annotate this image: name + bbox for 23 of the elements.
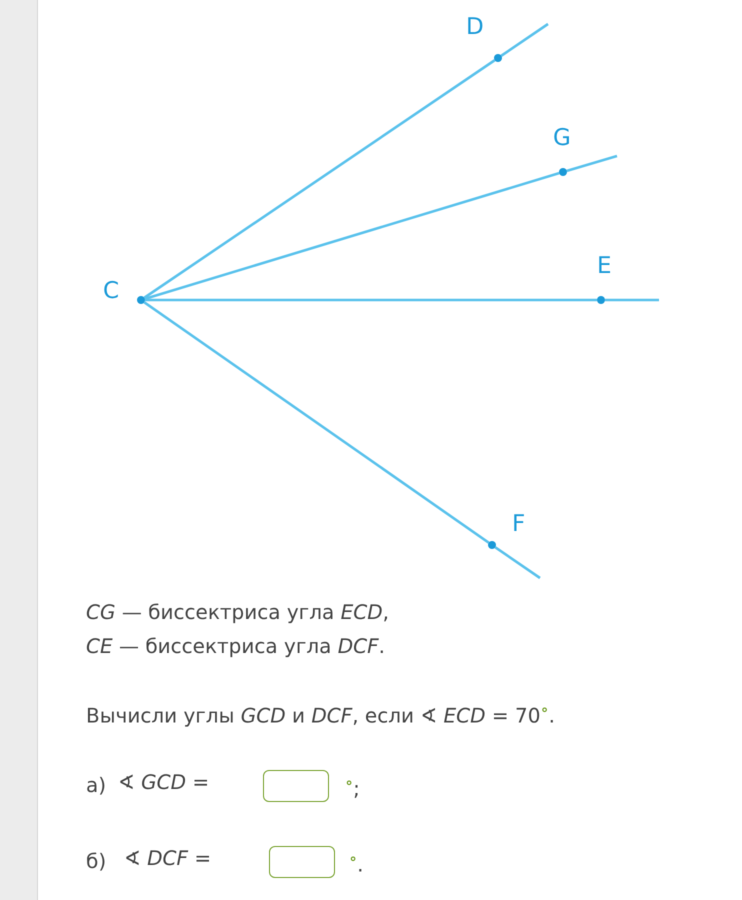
ray-segment <box>144 172 560 300</box>
point-label: F <box>512 513 526 536</box>
ray-segment <box>144 301 490 544</box>
point-dot <box>559 168 567 176</box>
item-marker: б) <box>86 849 106 873</box>
point-label: E <box>597 255 612 278</box>
point-dot <box>137 296 145 304</box>
point-label: G <box>553 127 571 150</box>
ray-segment <box>144 59 496 299</box>
point-label: C <box>103 280 120 303</box>
point-dot <box>494 54 502 62</box>
expression: ∢ DCF = <box>124 846 212 870</box>
item-marker: а) <box>86 773 106 797</box>
point-dot <box>597 296 605 304</box>
sentence: CE — биссектриса угла DCF. <box>86 634 385 658</box>
expression: ∢ GCD = <box>118 770 210 794</box>
sentence: Вычисли углы GCD и DCF, если ∢ ECD = 70$^{∘}$. <box>86 700 555 728</box>
point-dot <box>488 541 496 549</box>
unit-sign: $^{∘}$; <box>345 773 360 801</box>
unit-sign: $^{∘}$. <box>349 849 364 877</box>
point-label: D <box>466 16 484 39</box>
ray-segment <box>145 298 597 302</box>
sentence: CG — биссектриса угла ECD, <box>86 600 389 624</box>
